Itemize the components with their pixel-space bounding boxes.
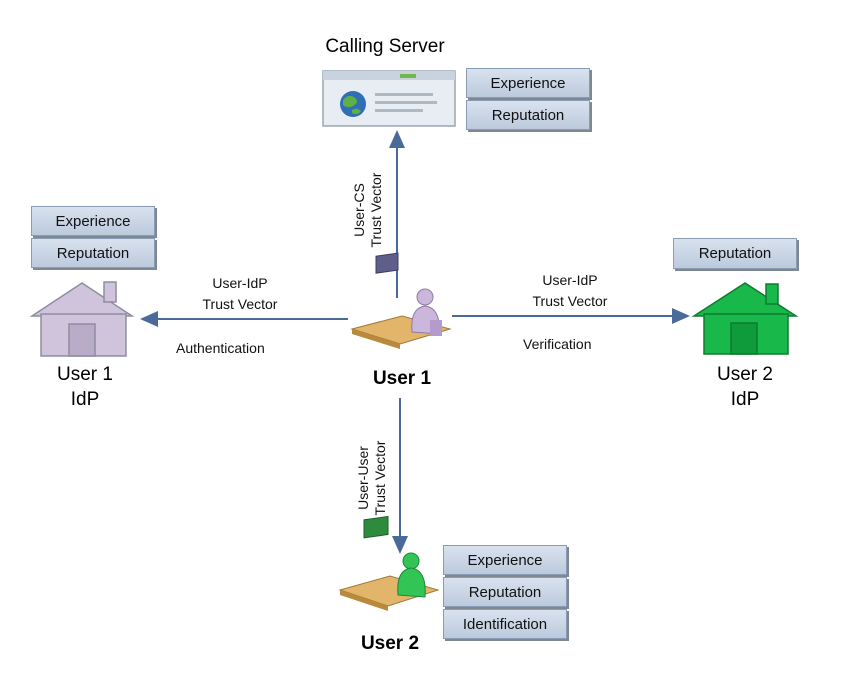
user2-idp-attributes: Reputation (673, 238, 797, 269)
calling-server-label: Calling Server (325, 36, 445, 57)
user1-idp-label-line1: User 1 (57, 364, 113, 385)
user2-idp-label-line2: IdP (730, 389, 760, 410)
user2-idp-label-line1: User 2 (717, 364, 773, 385)
attribute-reputation: Reputation (673, 238, 797, 269)
attribute-identification: Identification (443, 609, 567, 639)
attribute-experience: Experience (31, 206, 155, 236)
edge-label-user1-idp: User-IdP Trust Vector (170, 273, 310, 315)
attribute-reputation: Reputation (31, 238, 155, 268)
edge-label-line1: User-CS (351, 183, 367, 237)
user2-idp-label: User 2 IdP (700, 362, 790, 412)
user1-label: User 1 (372, 368, 432, 389)
edge-label-line2: Trust Vector (202, 296, 278, 312)
edge-label-line1: User-User (355, 446, 371, 510)
user2-attributes: Experience Reputation Identification (443, 545, 567, 639)
verification-label: Verification (523, 336, 592, 352)
user2-label: User 2 (360, 633, 420, 654)
user1-idp-label-line2: IdP (70, 389, 100, 410)
attribute-experience: Experience (443, 545, 567, 575)
attribute-reputation: Reputation (443, 577, 567, 607)
edge-label-line1: User-IdP (542, 272, 598, 288)
edge-label-line1: User-IdP (212, 275, 268, 291)
user1-idp-label: User 1 IdP (40, 362, 130, 412)
user1-idp-attributes: Experience Reputation (31, 206, 155, 268)
authentication-label: Authentication (176, 340, 265, 356)
attribute-experience: Experience (466, 68, 590, 98)
attribute-reputation: Reputation (466, 100, 590, 130)
edge-label-line2: Trust Vector (372, 440, 388, 516)
edge-label-user2: User-User Trust Vector (355, 423, 391, 533)
edge-label-calling-server: User-CS Trust Vector (351, 155, 387, 265)
calling-server-attributes: Experience Reputation (466, 68, 590, 130)
edge-label-line2: Trust Vector (532, 293, 608, 309)
edge-label-line2: Trust Vector (368, 172, 384, 248)
edge-label-user2-idp: User-IdP Trust Vector (500, 270, 640, 312)
